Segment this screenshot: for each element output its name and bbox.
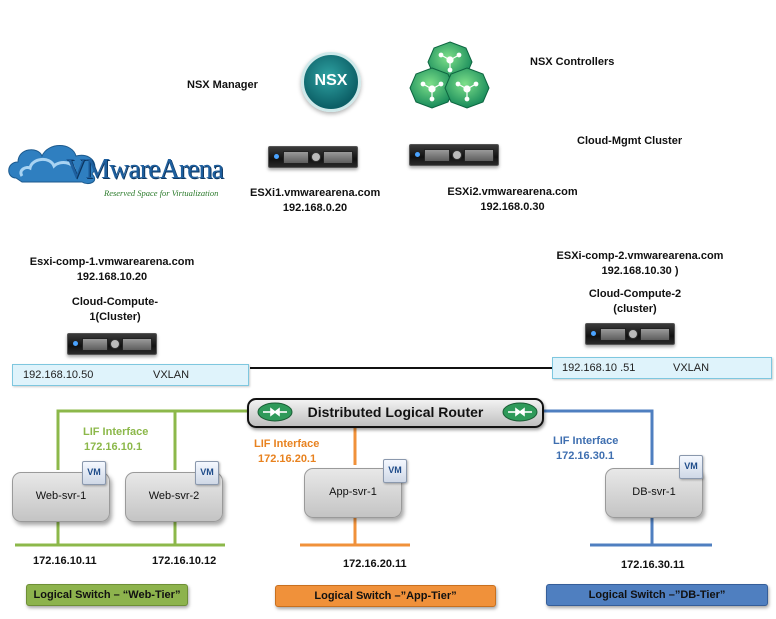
nsx-manager-label: NSX Manager <box>187 79 258 91</box>
esxi1-host-label: ESXi1.vmwarearena.com <box>250 187 381 199</box>
vxlan-right-ip: 192.168.10 .51 <box>562 362 636 374</box>
nsx-controllers-label: NSX Controllers <box>530 56 615 68</box>
web-svr-1-ip: 172.16.10.11 <box>33 555 97 567</box>
web-lif-ip: 172.16.10.1 <box>84 441 143 453</box>
db-lif-label: LIF Interface <box>553 435 619 447</box>
db-tier-switch: Logical Switch –”DB-Tier” <box>546 584 768 606</box>
mgmt-cluster-label: Cloud-Mgmt Cluster <box>577 135 683 147</box>
db-lif-ip: 172.16.30.1 <box>556 450 615 462</box>
esxi2-host-label: ESXi2.vmwarearena.com <box>447 186 578 198</box>
app-svr-1-ip: 172.16.20.11 <box>343 558 407 570</box>
vxlan-left-ip: 192.168.10.50 <box>23 369 94 381</box>
vm-db-svr-1: DB-svr-1 <box>605 468 703 518</box>
comp2-server-icon <box>585 323 675 345</box>
vm-badge-icon: VM <box>195 461 219 485</box>
web-lif-label: LIF Interface <box>83 426 149 438</box>
comp2-cluster-label-line1: Cloud-Compute-2 <box>588 288 682 300</box>
vm-badge-icon: VM <box>82 461 106 485</box>
app-tier-switch: Logical Switch –”App-Tier” <box>275 585 496 607</box>
esxi1-server-icon <box>268 146 358 168</box>
web-svr-2-ip: 172.16.10.12 <box>152 555 217 567</box>
comp1-server-icon <box>67 333 157 355</box>
comp1-ip-label: 192.168.10.20 <box>76 271 148 283</box>
app-lif-label: LIF Interface <box>254 438 320 450</box>
vxlan-left-bar: 192.168.10.50 VXLAN <box>12 364 249 386</box>
comp2-host-label: ESXi-comp-2.vmwarearena.com <box>556 250 724 262</box>
app-tier-lines <box>300 426 410 547</box>
router-right-icon <box>502 402 538 422</box>
brand-name: VMwareArena <box>66 154 224 185</box>
brand-tagline: Reserved Space for Virtualization <box>104 188 219 198</box>
esxi2-ip-label: 192.168.0.30 <box>480 201 545 213</box>
web-tier-switch: Logical Switch – “Web-Tier” <box>26 584 188 606</box>
distributed-logical-router: Distributed Logical Router <box>247 398 544 428</box>
vxlan-left-tag: VXLAN <box>153 369 190 381</box>
esxi1-ip-label: 192.168.0.20 <box>282 202 348 214</box>
vm-name: Web-svr-2 <box>148 490 200 502</box>
db-tier-lines <box>540 409 712 547</box>
vm-name: App-svr-1 <box>329 486 377 498</box>
nsx-controllers-icon <box>409 41 490 109</box>
nsx-logo-text: NSX <box>314 72 348 89</box>
comp1-host-label: Esxi-comp-1.vmwarearena.com <box>29 256 195 268</box>
router-left-icon <box>257 402 293 422</box>
app-lif-ip: 172.16.20.1 <box>258 453 317 465</box>
vxlan-right-bar: 192.168.10 .51 VXLAN <box>552 357 772 379</box>
esxi2-server-icon <box>409 144 499 166</box>
vm-badge-icon: VM <box>383 459 407 483</box>
db-svr-1-ip: 172.16.30.11 <box>621 559 685 571</box>
vmwarearena-logo: VMwareArena Reserved Space for Virtualiz… <box>8 136 224 206</box>
comp1-cluster-label-line2: 1(Cluster) <box>89 311 141 323</box>
cloud-logo-icon <box>8 145 96 185</box>
web-tier-lines <box>15 409 247 547</box>
dlr-title: Distributed Logical Router <box>307 404 484 420</box>
nsx-logo-icon: NSX <box>301 52 361 112</box>
vm-name: DB-svr-1 <box>632 486 676 498</box>
vxlan-right-tag: VXLAN <box>673 362 710 374</box>
vm-app-svr-1: App-svr-1 <box>304 468 402 518</box>
comp1-cluster-label-line1: Cloud-Compute- <box>71 296 159 308</box>
vm-badge-icon: VM <box>679 455 703 479</box>
comp2-ip-label: 192.168.10.30 ) <box>601 265 679 277</box>
comp2-cluster-label-line2: (cluster) <box>613 303 657 315</box>
vm-name: Web-svr-1 <box>35 490 87 502</box>
